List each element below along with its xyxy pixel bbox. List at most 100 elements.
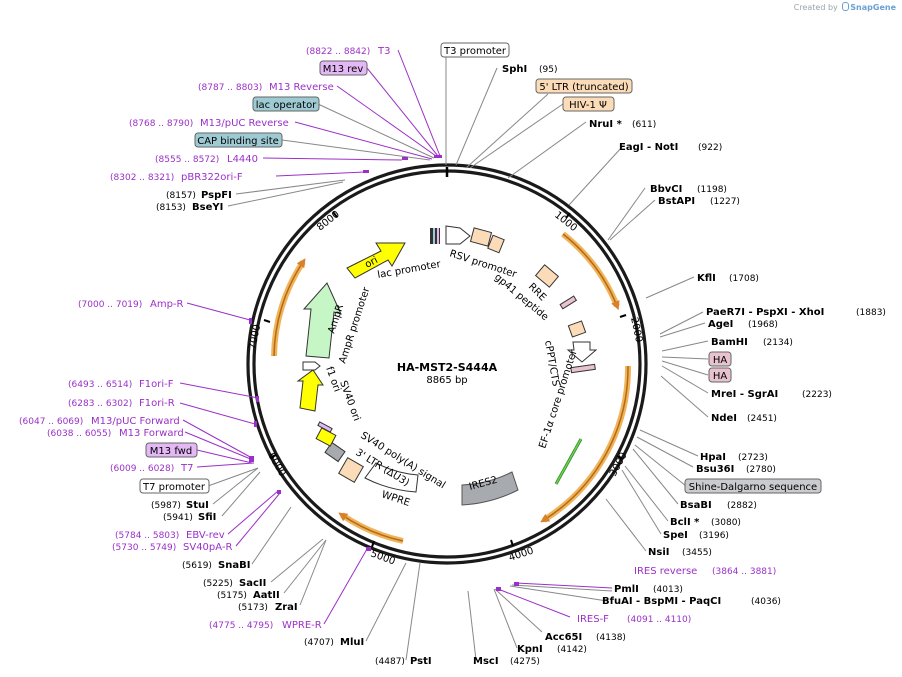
site-pmli: PmlI (4013) <box>614 577 683 596</box>
feature-box-t7-promoter <box>139 478 210 494</box>
primer-m13puc-forward: (6047 .. 6069) M13/pUC Forward <box>19 409 180 428</box>
feature-box-cap-binding <box>194 132 283 148</box>
feature-box-ha-2-label: HA <box>713 371 728 382</box>
orf-arc-amp <box>271 260 306 357</box>
plasmid-size: 8865 bp <box>426 375 467 386</box>
snapgene-logo-icon <box>842 2 850 11</box>
site-bseyi: (8153) BseYI <box>156 195 223 214</box>
feature-ampr-promoter <box>302 361 321 371</box>
feature-sv40pa <box>324 441 346 463</box>
feature-box-m13rev <box>319 60 368 76</box>
feature-arrow-white <box>566 341 598 363</box>
feature-box-ha-2 <box>708 367 732 383</box>
credit-prefix: Created by <box>793 3 838 12</box>
orf-arc-mst2 <box>561 231 620 308</box>
site-msci: MscI (4275) <box>473 649 540 668</box>
feature-t3-arrow <box>445 225 471 245</box>
primer-marks <box>249 155 519 591</box>
feature-box-shine-dalgarno <box>684 478 822 494</box>
feature-box-m13fwd-label: M13 fwd <box>150 446 192 457</box>
site-sfii: (5941) SfiI <box>163 505 216 524</box>
feature-box-hiv-psi <box>562 96 615 112</box>
site-pspfi: (8157) PspFI <box>166 183 232 202</box>
primer-l4440: (8555 .. 8572) L4440 <box>155 147 258 166</box>
site-hpai: HpaI (2723) <box>700 445 768 464</box>
feature-ires2 <box>461 471 519 506</box>
feature-box-m13rev-label: M13 rev <box>323 64 364 75</box>
feature-box-m13fwd <box>145 442 198 458</box>
primer-sv40pa-r: (5730 .. 5749) SV40pA-R <box>112 535 232 554</box>
feature-box-5ltr <box>535 78 633 94</box>
site-stui: (5987) StuI <box>151 493 209 512</box>
primer-amp-r: (7000 .. 7019) Amp-R <box>78 292 184 311</box>
right-labels: T3 promoter SphI (95) 5' LTR (truncated)… <box>440 42 886 668</box>
feature-label-ori: ori <box>363 255 380 271</box>
primer-t7: (6009 .. 6028) T7 <box>110 456 193 475</box>
primer-ires-reverse: IRES reverse (3864 .. 3881) <box>634 559 776 578</box>
feature-psi <box>487 234 505 254</box>
feature-box-hiv-psi-label: HIV-1 Ψ <box>569 100 607 111</box>
site-nsii: NsiI (3455) <box>648 540 712 559</box>
feature-box-cap-binding-label: CAP binding site <box>197 136 279 147</box>
feature-wpre <box>364 462 419 493</box>
site-mrei-sgrai: MreI - SgrAI (2223) <box>711 382 832 401</box>
feature-label-ef1a: EF-1α core promoter <box>537 348 580 450</box>
feature-box-ha-1-label: HA <box>713 355 728 366</box>
site-bstapi: BstAPI (1227) <box>658 189 740 208</box>
feature-rre <box>534 264 560 288</box>
site-paer7i-pspxi-xhoi: PaeR7I - PspXI - XhoI (1883) <box>706 300 886 319</box>
site-eagi-noti: EagI - NotI (922) <box>619 135 722 154</box>
feature-gp41 <box>559 295 578 310</box>
primer-pbr322ori-f: (8302 .. 8321) pBR322ori-F <box>110 165 243 184</box>
feature-box-lac-operator <box>252 96 320 112</box>
feature-3ltr <box>338 457 364 483</box>
site-bbvci: BbvCI (1198) <box>650 177 727 196</box>
site-kpni: KpnI (4142) <box>517 637 587 656</box>
feature-box-t7-promoter-label: T7 promoter <box>142 482 206 493</box>
feature-label-lac-promoter: lac promoter <box>377 259 443 281</box>
feature-label-ampr-promoter: AmpR promoter <box>337 285 372 365</box>
site-zrai: (5173) ZraI <box>238 595 298 614</box>
site-spei: SpeI (3196) <box>663 523 729 542</box>
feature-box-5ltr-label: 5' LTR (truncated) <box>539 82 628 93</box>
left-labels: (8822 .. 8842) T3 M13 rev (8787 .. 8803)… <box>19 46 432 667</box>
primer-ebv-rev: (5784 .. 5803) EBV-rev <box>115 523 225 542</box>
primer-ires-f: IRES-F (4091 .. 4110) <box>577 607 691 626</box>
site-bfuai-bspmi-paqci: BfuAI - BspMI - PaqCI (4036) <box>602 589 781 608</box>
primer-m13puc-reverse: (8768 .. 8790) M13/pUC Reverse <box>129 111 289 130</box>
left-leaders <box>179 49 441 661</box>
site-acc65i: Acc65I (4138) <box>545 625 626 644</box>
feature-label-f1ori: f1 ori <box>323 365 342 393</box>
primer-f1ori-f: (6493 .. 6514) F1ori-F <box>68 372 174 391</box>
site-bsu36i: Bsu36I (2780) <box>696 457 776 476</box>
right-leaders <box>445 56 709 661</box>
site-agei: AgeI (1968) <box>708 312 778 331</box>
site-ndei: NdeI (2451) <box>711 406 777 425</box>
orf-arcs <box>271 231 632 544</box>
site-bcli: BclI * (3080) <box>670 510 741 529</box>
feature-ampr <box>302 282 342 359</box>
tick-label-2000: 2000 <box>628 316 644 343</box>
site-mlui: (4707) MluI <box>304 630 364 649</box>
tick-label-7000: 7000 <box>247 323 263 350</box>
primer-m13-reverse: (8787 .. 8803) M13 Reverse <box>198 75 334 94</box>
feature-box-t3-promoter <box>440 42 510 58</box>
tick-label-6000: 6000 <box>265 451 287 479</box>
feature-ha-tag <box>570 363 596 374</box>
feature-box-t3-promoter-label: T3 promoter <box>443 46 507 57</box>
credit-brand: SnapGene <box>850 3 896 12</box>
credit: Created by SnapGene <box>794 2 896 12</box>
site-snabi: (5619) SnaBI <box>182 553 250 572</box>
feature-5ltr <box>469 227 493 247</box>
tick-label-4000: 4000 <box>508 546 536 564</box>
site-bsabi: BsaBI (2882) <box>680 493 757 512</box>
plasmid-name: HA-MST2-S444A <box>397 361 498 374</box>
feature-f1ori <box>296 369 324 412</box>
site-sphi: SphI (95) <box>502 57 557 76</box>
site-sacii: (5225) SacII <box>203 571 266 590</box>
site-kfli: KflI (1708) <box>697 266 759 285</box>
tick-label-5000: 5000 <box>369 548 397 567</box>
feature-label-rsv-promoter: RSV promoter <box>448 248 519 280</box>
inner-features <box>296 225 598 506</box>
